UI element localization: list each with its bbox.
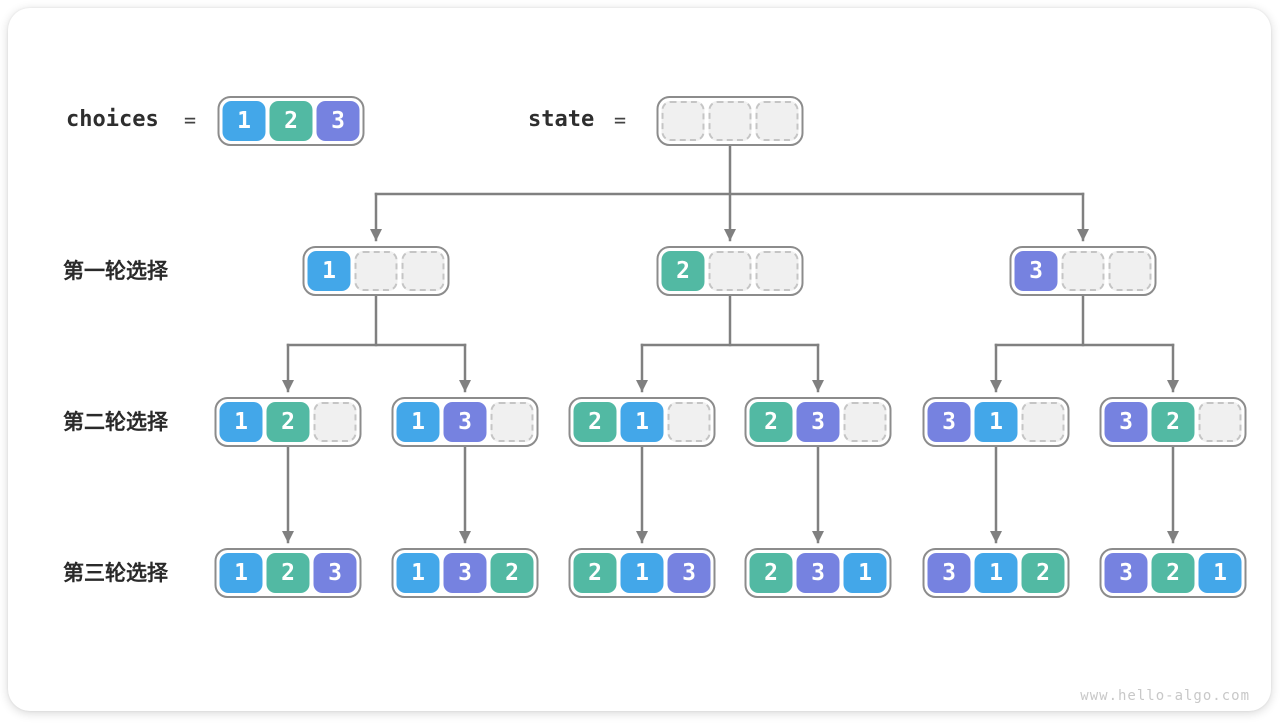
value-tile-2: 2 [573,402,617,442]
value-tile-3: 3 [1104,402,1148,442]
value-tile-2: 2 [266,402,310,442]
state-label: state [528,107,595,132]
empty-slot [708,101,752,141]
tree-node-3: 3 [1009,246,1157,296]
row-label-round-2: 第二轮选择 [63,410,168,434]
empty-slot [354,251,398,291]
empty-slot [708,251,752,291]
value-tile-1: 1 [396,402,440,442]
diagram-card: choices = state = 第一轮选择 第二轮选择 第三轮选择 www.… [8,8,1271,711]
value-tile-3: 3 [927,553,971,593]
value-tile-3: 3 [667,553,711,593]
value-tile-1: 1 [620,553,664,593]
empty-slot [1108,251,1152,291]
value-tile-2: 2 [1151,402,1195,442]
choices-label: choices [66,107,159,132]
value-tile-3: 3 [1104,553,1148,593]
empty-slot [843,402,887,442]
empty-slot [667,402,711,442]
empty-slot [490,402,534,442]
value-tile-2: 2 [1021,553,1065,593]
state-equals-sign: = [614,108,627,132]
watermark: www.hello-algo.com [1080,688,1250,704]
value-tile-2: 2 [573,553,617,593]
value-tile-2: 2 [266,553,310,593]
value-tile-3: 3 [796,402,840,442]
value-tile-1: 1 [974,402,1018,442]
value-tile-3: 3 [313,553,357,593]
value-tile-1: 1 [620,402,664,442]
empty-slot [755,101,799,141]
value-tile-2: 2 [661,251,705,291]
empty-slot [1021,402,1065,442]
empty-slot [1061,251,1105,291]
tree-node-1: 1 [302,246,450,296]
value-tile-2: 2 [749,553,793,593]
empty-slot [755,251,799,291]
value-tile-3: 3 [316,101,360,141]
state-array [656,96,804,146]
value-tile-3: 3 [443,553,487,593]
diagram-stage: choices = state = 第一轮选择 第二轮选择 第三轮选择 www.… [8,8,1280,728]
value-tile-2: 2 [1151,553,1195,593]
value-tile-3: 3 [927,402,971,442]
value-tile-1: 1 [222,101,266,141]
empty-slot [661,101,705,141]
value-tile-2: 2 [749,402,793,442]
value-tile-1: 1 [843,553,887,593]
value-tile-3: 3 [443,402,487,442]
value-tile-3: 3 [1014,251,1058,291]
empty-slot [313,402,357,442]
row-label-round-3: 第三轮选择 [63,561,168,585]
empty-slot [1198,402,1242,442]
value-tile-2: 2 [269,101,313,141]
value-tile-1: 1 [1198,553,1242,593]
tree-node-2: 2 [656,246,804,296]
value-tile-1: 1 [974,553,1018,593]
value-tile-2: 2 [490,553,534,593]
value-tile-3: 3 [796,553,840,593]
choices-equals-sign: = [184,108,197,132]
value-tile-1: 1 [307,251,351,291]
value-tile-1: 1 [219,402,263,442]
value-tile-1: 1 [219,553,263,593]
empty-slot [401,251,445,291]
row-label-round-1: 第一轮选择 [63,259,168,283]
value-tile-1: 1 [396,553,440,593]
